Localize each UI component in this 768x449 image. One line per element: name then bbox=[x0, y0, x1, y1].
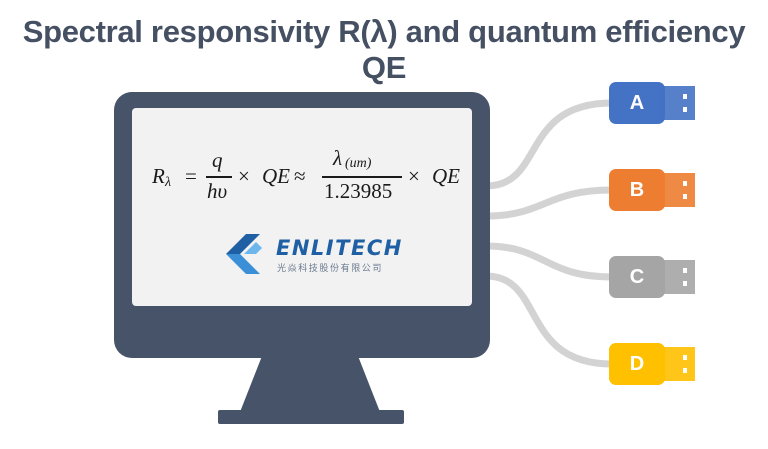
plug-b bbox=[609, 169, 695, 211]
formula-lhs-subscript: λ bbox=[165, 175, 172, 190]
logo-subtitle: 光焱科技股份有限公司 bbox=[277, 264, 384, 274]
page-title: Spectral responsivity R(λ) and quantum e… bbox=[22, 14, 746, 85]
plug-a-label: A bbox=[629, 92, 645, 114]
formula-frac1-bar bbox=[206, 176, 232, 178]
formula-frac2-bar bbox=[322, 176, 402, 178]
plug-d-label: D bbox=[629, 353, 645, 375]
formula-frac2-numerator: λ bbox=[333, 146, 343, 170]
responsivity-formula: R λ = q hυ × QE ≈ λ (um) 1.23985 × QE bbox=[152, 146, 472, 208]
formula-frac2-denominator: 1.23985 bbox=[324, 179, 393, 203]
plug-b-label: B bbox=[629, 179, 645, 201]
cable-d bbox=[482, 272, 616, 368]
monitor-base bbox=[218, 410, 404, 424]
formula-qe-1: QE bbox=[262, 164, 290, 188]
formula-frac1-numerator: q bbox=[212, 148, 223, 172]
logo-name: ENLITECH bbox=[276, 236, 403, 260]
formula-lhs: R bbox=[152, 164, 165, 188]
plug-c-label: C bbox=[629, 266, 645, 288]
formula-frac1-denominator: hυ bbox=[207, 179, 228, 203]
plug-d bbox=[609, 343, 695, 385]
formula-approx: ≈ bbox=[294, 164, 306, 188]
formula-frac2-numerator-subscript: (um) bbox=[345, 156, 372, 171]
formula-times-1: × bbox=[238, 164, 250, 188]
formula-qe-2: QE bbox=[432, 164, 460, 188]
plug-a bbox=[609, 82, 695, 124]
monitor-screen bbox=[132, 108, 472, 306]
monitor-stand bbox=[240, 356, 380, 412]
cable-c bbox=[482, 242, 616, 281]
plug-c bbox=[609, 256, 695, 298]
cables bbox=[482, 99, 616, 368]
cable-a bbox=[482, 99, 616, 190]
cable-b bbox=[482, 186, 616, 220]
formula-times-2: × bbox=[408, 164, 420, 188]
enlitech-logo-mark bbox=[226, 234, 262, 274]
formula-equals: = bbox=[185, 164, 197, 188]
